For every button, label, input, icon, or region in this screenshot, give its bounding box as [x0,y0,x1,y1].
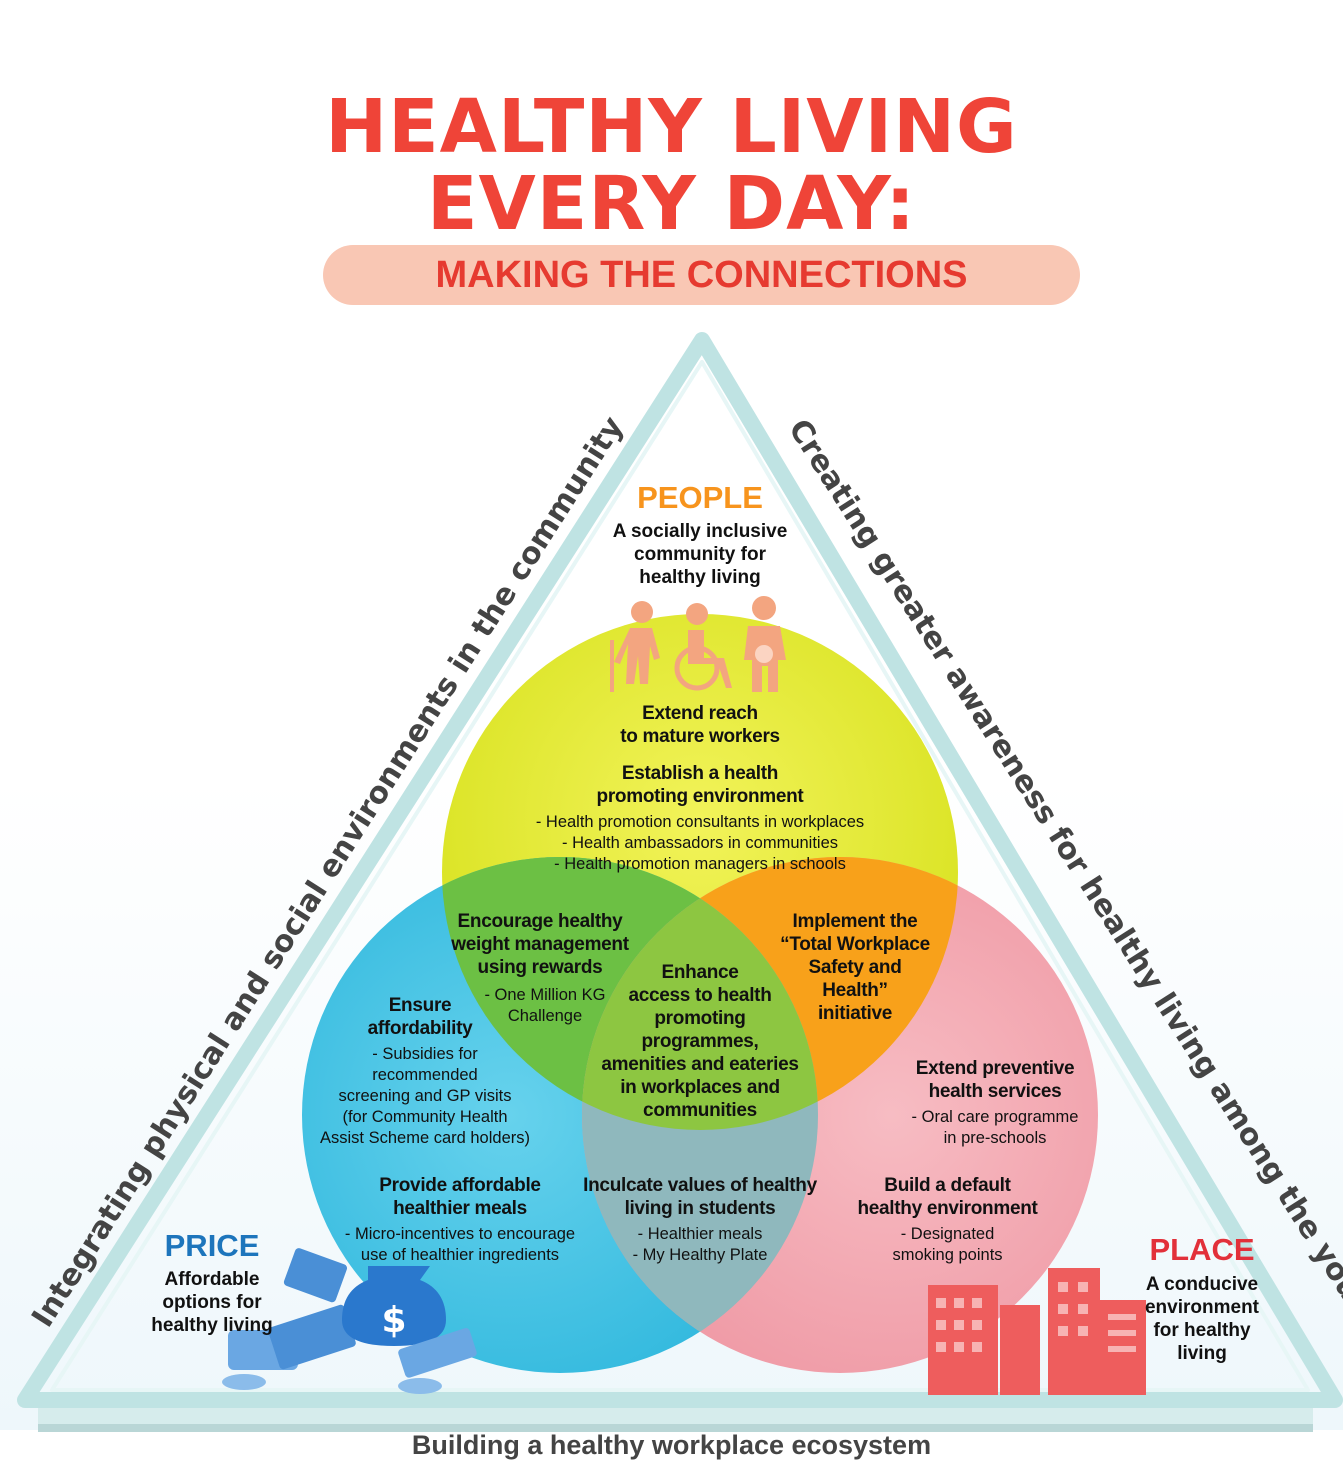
students-values-items: - Healthier meals - My Healthy Plate [632,1225,768,1264]
affordability-heading: Ensure affordability [367,995,473,1039]
title-line-2: EVERY DAY: [426,161,916,247]
price-description: Affordable options for healthy living [151,1269,273,1336]
healthier-meals-heading: Provide affordable healthier meals [379,1175,541,1219]
svg-text:$: $ [381,1300,406,1341]
center-heading: Enhance access to health promoting progr… [601,962,799,1121]
buildings-icon [928,1268,1146,1395]
health-promoting-items: - Health promotion consultants in workpl… [535,813,865,873]
weight-management-heading: Encourage healthy weight management usin… [451,911,629,978]
total-workplace-heading: Implement the “Total Workplace Safety an… [780,911,930,1024]
default-environment-items: - Designated smoking points [892,1225,1003,1264]
people-description: A socially inclusive community for healt… [612,521,788,588]
health-promoting-heading: Establish a health promoting environment [596,763,804,807]
healthier-meals-items: - Micro-incentives to encourage use of h… [344,1225,576,1264]
title-line-1: HEALTHY LIVING [325,84,1018,170]
place-description: A conducive environment for healthy livi… [1144,1274,1260,1364]
center-overlap [582,857,818,1130]
people-with-disabilities-icon [610,596,786,692]
default-environment-heading: Build a default healthy environment [857,1175,1038,1219]
students-values-heading: Inculcate values of healthy living in st… [583,1175,817,1219]
weight-management-items: - One Million KG Challenge [484,986,606,1025]
affordability-items: - Subsidies for recommended screening an… [320,1045,530,1147]
subtitle-pill: MAKING THE CONNECTIONS [323,245,1080,305]
price-label: PRICE [164,1228,260,1263]
bottom-side-label: Building a healthy workplace ecosystem [411,1430,932,1460]
people-label: PEOPLE [637,480,763,515]
place-label: PLACE [1149,1232,1255,1267]
money-icon: $ [222,1248,477,1394]
pyramid-outline [17,332,1343,1408]
extend-reach-heading: Extend reach to mature workers [620,703,780,747]
preventive-services-items: - Oral care programme in pre-schools [911,1108,1079,1147]
preventive-services-heading: Extend preventive health services [915,1058,1075,1102]
